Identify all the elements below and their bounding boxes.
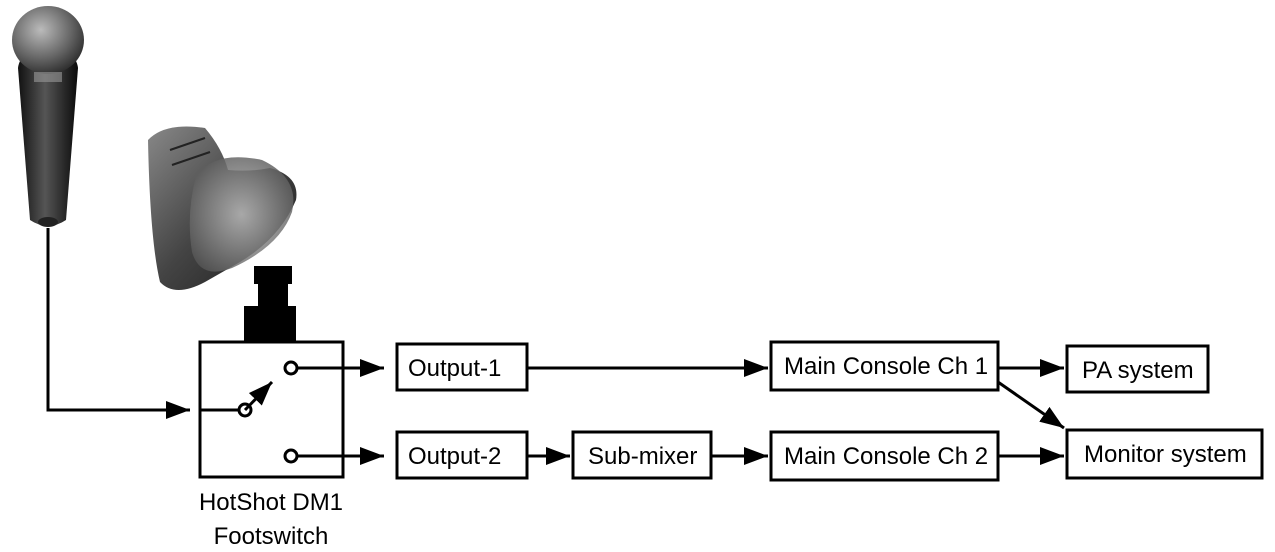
node-pa-label: PA system <box>1082 357 1194 384</box>
node-submixer-label: Sub-mixer <box>588 443 697 470</box>
node-pa: PA system <box>1065 344 1210 394</box>
boot-icon <box>148 126 297 290</box>
footswitch-nut <box>244 306 296 342</box>
switch-output2-terminal <box>283 448 299 464</box>
node-output1: Output-1 <box>395 342 529 392</box>
connectors <box>297 359 1065 465</box>
microphone-icon <box>12 6 84 227</box>
node-console1: Main Console Ch 1 <box>769 340 1000 392</box>
node-monitor-label: Monitor system <box>1084 441 1247 468</box>
node-output2-label: Output-2 <box>408 443 501 470</box>
node-submixer: Sub-mixer <box>571 430 713 480</box>
node-monitor: Monitor system <box>1065 428 1264 480</box>
footswitch-shaft <box>258 284 288 306</box>
footswitch-label-line1: HotShot DM1 <box>199 489 343 516</box>
footswitch-knob <box>254 266 292 284</box>
node-output1-label: Output-1 <box>408 355 501 382</box>
node-console2: Main Console Ch 2 <box>769 430 1000 482</box>
footswitch-device <box>198 266 345 479</box>
switch-output1-terminal <box>283 360 299 376</box>
node-console1-label: Main Console Ch 1 <box>784 353 988 380</box>
node-console2-label: Main Console Ch 2 <box>784 443 988 470</box>
node-output2: Output-2 <box>395 430 529 480</box>
footswitch-label-line2: Footswitch <box>214 523 329 550</box>
mic-cable <box>46 228 190 419</box>
